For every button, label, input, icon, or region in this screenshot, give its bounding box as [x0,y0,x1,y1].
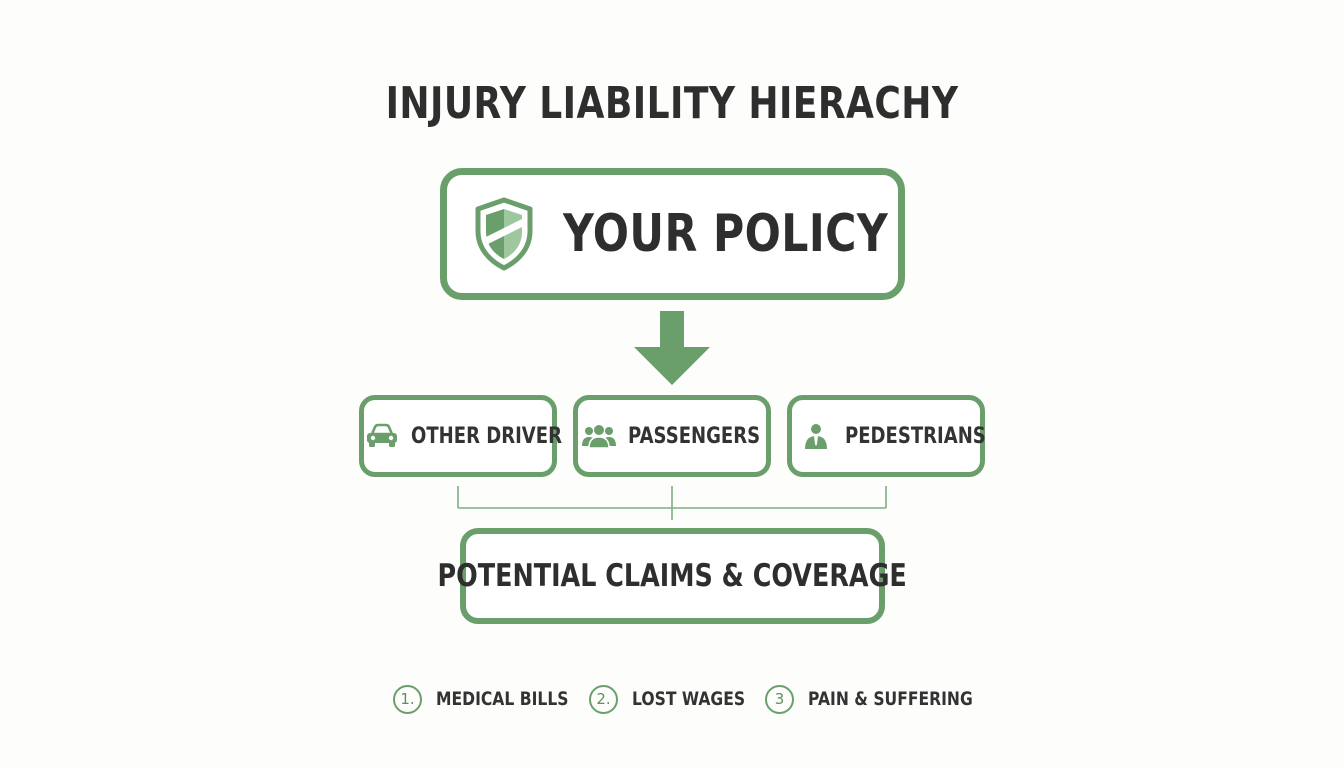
policy-box: YOUR POLICY [440,168,905,300]
number-badge: 2. [589,684,618,714]
policy-label: YOUR POLICY [562,204,888,264]
number-badge: 3 [765,684,794,714]
person-icon [805,424,827,449]
down-arrow-icon [634,311,710,385]
diagram-title: INJURY LIABILITY HIERACHY [385,78,959,129]
claims-label: POTENTIAL CLAIMS & COVERAGE [437,558,908,594]
party-box-passengers: PASSENGERS [573,395,771,477]
shield-icon [475,197,532,271]
coverage-item-lost-wages: 2. LOST WAGES [589,682,770,716]
car-icon [367,423,397,447]
number-badge: 1. [393,684,422,714]
party-label-pedestrians: PEDESTRIANS [845,423,986,449]
party-box-other-driver: OTHER DRIVER [359,395,562,477]
people-icon [581,425,616,449]
claims-box: POTENTIAL CLAIMS & COVERAGE [438,528,907,624]
party-label-passengers: PASSENGERS [627,423,760,449]
coverage-item-pain-suffering: 3 PAIN & SUFFERING [765,682,1009,716]
coverage-item-medical-bills: 1. MEDICAL BILLS [393,682,598,716]
coverage-label: PAIN & SUFFERING [808,688,973,710]
coverage-label: MEDICAL BILLS [436,688,569,710]
coverage-label: LOST WAGES [632,688,746,710]
party-box-pedestrians: PEDESTRIANS [787,395,986,477]
party-label-other-driver: OTHER DRIVER [411,423,562,449]
